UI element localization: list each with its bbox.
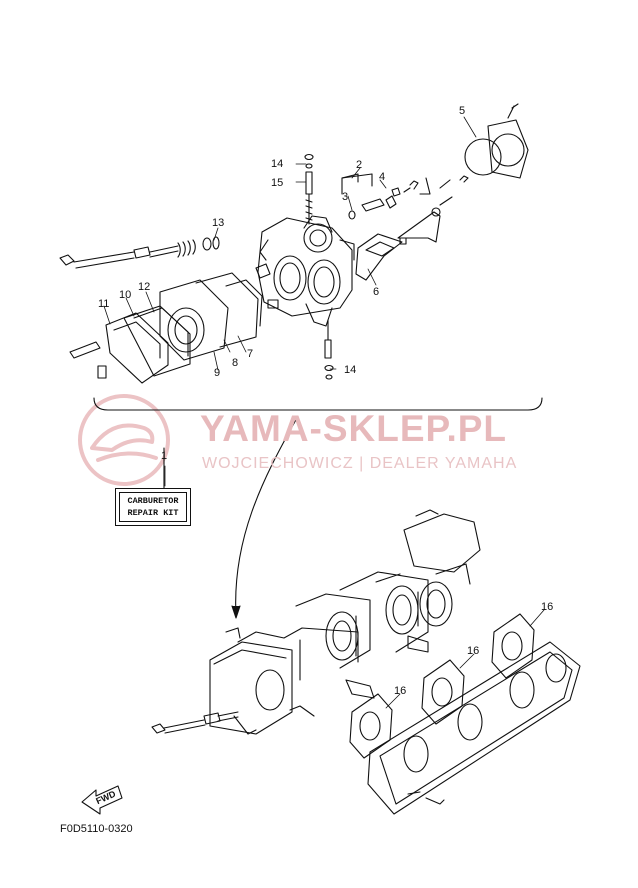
callout-9: 9 bbox=[214, 367, 220, 379]
callout-7: 7 bbox=[247, 348, 253, 360]
intake-manifold bbox=[367, 641, 581, 815]
figure-code: F0D5110-0320 bbox=[60, 823, 133, 835]
callout-15: 15 bbox=[271, 177, 283, 189]
gasket-2 bbox=[421, 659, 465, 725]
callout-labels: 1 2 3 4 5 6 7 8 9 10 11 12 13 14 14 15 1… bbox=[98, 105, 553, 697]
throttle-cable bbox=[59, 239, 196, 269]
callout-16-a: 16 bbox=[541, 601, 553, 613]
callout-5: 5 bbox=[459, 105, 465, 117]
callout-4: 4 bbox=[379, 171, 385, 183]
watermark-subtitle: WOJCIECHOWICZ | DEALER YAMAHA bbox=[202, 455, 518, 472]
watermark-title: YAMA-SKLEP.PL bbox=[200, 408, 508, 449]
callout-14-bottom: 14 bbox=[344, 364, 356, 376]
kit-bracket bbox=[93, 397, 543, 411]
callout-13: 13 bbox=[212, 217, 224, 229]
bottom-throttle-cable bbox=[151, 711, 239, 734]
callout-16-b: 16 bbox=[467, 645, 479, 657]
kit-label-line-1: CARBURETOR bbox=[127, 496, 179, 506]
main-jet-parts bbox=[304, 153, 314, 225]
float-chamber-cover bbox=[355, 175, 469, 281]
callout-10: 10 bbox=[119, 289, 131, 301]
gasket-3 bbox=[491, 613, 535, 679]
fuel-pump-assembly bbox=[69, 272, 263, 384]
callout-8: 8 bbox=[232, 357, 238, 369]
callout-16-c: 16 bbox=[394, 685, 406, 697]
kit-label-line-2: REPAIR KIT bbox=[127, 508, 179, 518]
callout-3: 3 bbox=[342, 191, 348, 203]
needle-valve-parts bbox=[341, 173, 401, 220]
callout-12: 12 bbox=[138, 281, 150, 293]
carburetor-body bbox=[255, 215, 355, 327]
fwd-arrow bbox=[81, 785, 123, 815]
gasket-1 bbox=[349, 693, 393, 759]
carburetor-assembly bbox=[209, 509, 481, 735]
callout-11: 11 bbox=[98, 298, 109, 310]
callout-14-top: 14 bbox=[271, 158, 283, 170]
diaphragm bbox=[464, 103, 529, 179]
callout-6: 6 bbox=[373, 286, 379, 298]
watermark-logo bbox=[78, 394, 170, 486]
repair-kit-label: CARBURETOR REPAIR KIT bbox=[115, 488, 191, 526]
callout-1: 1 bbox=[161, 450, 167, 462]
fwd-text: FWD bbox=[94, 789, 117, 807]
lower-jet-parts bbox=[324, 319, 334, 380]
assembly-arrow bbox=[235, 417, 298, 617]
callout-2: 2 bbox=[356, 159, 362, 171]
